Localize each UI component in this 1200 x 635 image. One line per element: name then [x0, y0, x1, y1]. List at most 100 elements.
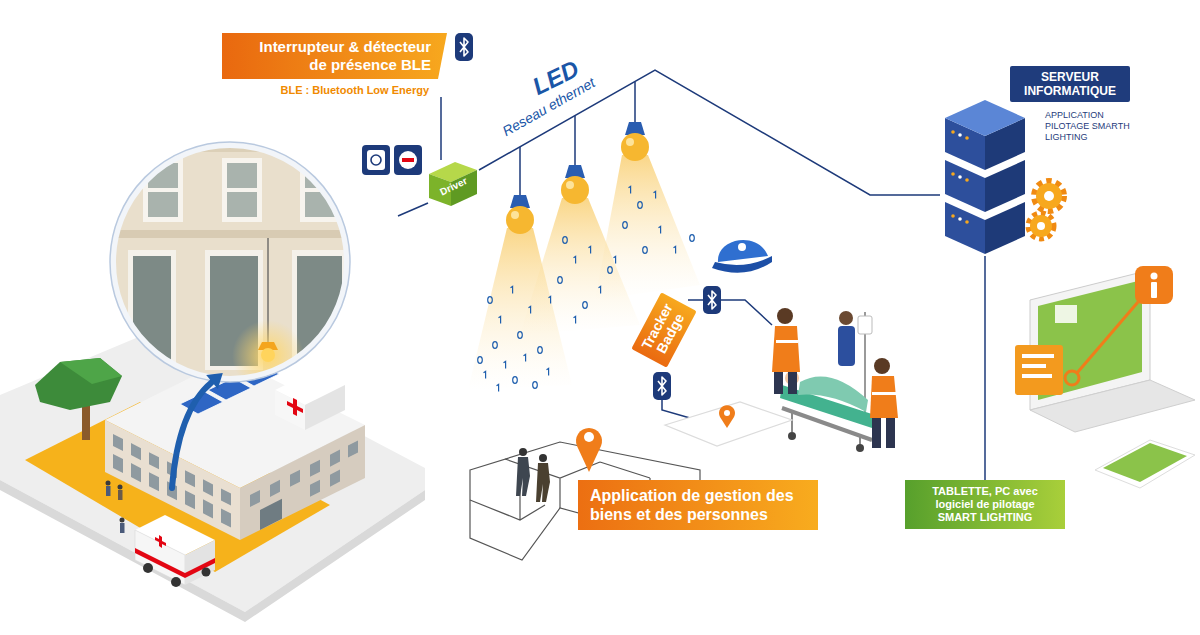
- ble-switch: [402, 158, 414, 162]
- server-stack: [945, 160, 985, 212]
- banner-text: TABLETTE, PC avec logiciel de pilotage S…: [925, 485, 1045, 524]
- server-stack: [1037, 222, 1045, 230]
- binary-data: [488, 297, 493, 304]
- zoom-circle: [110, 140, 350, 385]
- led-lamp: [574, 116, 576, 165]
- hospital-scene: [155, 535, 166, 548]
- hospital-scene: [260, 499, 282, 530]
- tracker-link: [688, 300, 772, 325]
- medical-team: [856, 444, 864, 452]
- tracking-app: [665, 402, 792, 446]
- hospital-scene: [185, 490, 195, 509]
- server-note: APPLICATION PILOTAGE SMARTH LIGHTING: [1045, 110, 1131, 143]
- tracker-badge: Tracker Badge: [631, 292, 696, 367]
- binary-data: [690, 235, 695, 242]
- tracking-app: [516, 457, 530, 496]
- zoom-circle: [172, 382, 212, 488]
- ble-switch: [371, 155, 381, 165]
- laptop-tablet: [1015, 345, 1063, 395]
- network-wire: [440, 97, 442, 160]
- hospital-scene: [330, 450, 340, 467]
- binary-data: [484, 371, 486, 378]
- binary-data: [504, 361, 506, 368]
- medical-team: [858, 316, 872, 334]
- hospital-scene: [310, 460, 320, 477]
- tracking-app: [536, 463, 550, 502]
- medical-team: [859, 434, 861, 445]
- server-stack: [985, 160, 1025, 212]
- server-stack: [965, 178, 969, 182]
- ble-switch: [394, 145, 422, 175]
- server-stack: [951, 172, 955, 176]
- medical-team: [788, 372, 797, 394]
- tracker-link: [708, 291, 716, 309]
- network-wire: [984, 256, 986, 480]
- hospital-scene: [149, 472, 159, 491]
- hospital-scene: [330, 470, 340, 487]
- binary-data: [529, 306, 531, 313]
- server-title: SERVEUR INFORMATIQUE: [1010, 66, 1130, 102]
- binary-data: [497, 384, 499, 391]
- server-stack: [945, 202, 985, 254]
- hospital-scene: [185, 470, 195, 487]
- server-stack: [965, 220, 969, 224]
- hospital-scene: [120, 523, 125, 533]
- server-stack: [958, 217, 962, 221]
- tracking-app: [584, 432, 594, 442]
- binary-data: [654, 191, 656, 198]
- hospital-scene: [185, 558, 215, 578]
- banner-note: BLE : Bluetooth Low Energy: [222, 84, 447, 97]
- laptop-tablet: [1022, 374, 1052, 378]
- laptop-tablet: [1022, 364, 1046, 368]
- banner-heading: Interrupteur & détecteur de présence BLE: [222, 33, 447, 79]
- hospital-scene: [221, 508, 231, 527]
- zoom-circle: [148, 192, 178, 217]
- zoom-circle: [110, 230, 350, 238]
- hospital-scene: [221, 488, 231, 505]
- binary-data: [511, 286, 513, 293]
- server-stack: [951, 130, 955, 134]
- binary-data: [638, 202, 643, 209]
- hospital-scene: [305, 385, 345, 430]
- led-lamp: [626, 138, 634, 146]
- binary-data: [674, 246, 676, 253]
- device-banner: TABLETTE, PC avec logiciel de pilotage S…: [905, 480, 1065, 529]
- binary-data: [533, 382, 538, 389]
- binary-data: [659, 226, 661, 233]
- hospital-scene: [275, 390, 305, 430]
- hospital-scene: [135, 548, 185, 578]
- hospital-scene: [120, 518, 125, 523]
- binary-data: [574, 256, 576, 263]
- laptop-tablet: [1015, 266, 1195, 488]
- server-stack: [958, 133, 962, 137]
- hospital-scene: [287, 398, 303, 416]
- medical-team: [870, 376, 898, 418]
- bluetooth-icon: [455, 33, 473, 61]
- medical-team: [798, 376, 868, 412]
- tracking-app: [576, 428, 602, 472]
- medical-team: [774, 372, 783, 394]
- hospital-scene: [135, 530, 185, 585]
- binary-data: [608, 267, 613, 274]
- laptop-tablet: [1055, 305, 1077, 323]
- hospital-scene: [250, 490, 260, 507]
- ble-switch: [367, 150, 385, 170]
- tracking-app: [719, 405, 735, 428]
- zoom-circle: [110, 140, 350, 392]
- zoom-circle: [222, 158, 262, 222]
- hospital-scene: [203, 499, 213, 518]
- binary-data: [629, 186, 631, 193]
- binary-data: [574, 316, 576, 323]
- hospital-scene: [106, 481, 111, 486]
- banner-callout: Interrupteur & détecteur de présence BLE…: [222, 33, 447, 97]
- medical-team: [777, 308, 793, 324]
- led-lamp: [561, 176, 589, 204]
- hospital-scene: [185, 540, 215, 585]
- binary-data: [499, 316, 501, 323]
- hospital-scene: [35, 358, 122, 410]
- binary-data: [558, 277, 563, 284]
- hospital-scene: [310, 480, 320, 497]
- medical-team: [839, 311, 853, 325]
- led-lamp: [519, 147, 521, 195]
- medical-team: [872, 392, 896, 395]
